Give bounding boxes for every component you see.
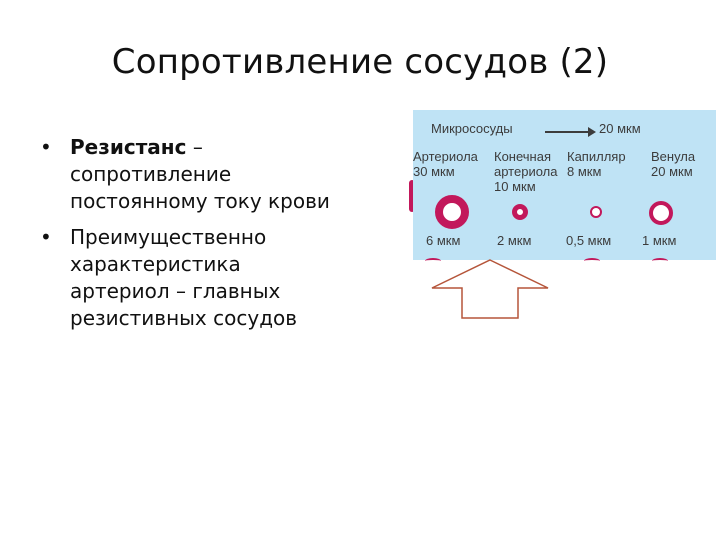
bullet-icon: •	[40, 225, 52, 249]
bullet-list: • Резистанс – сопротивление постоянному …	[40, 134, 340, 341]
lumen-capillary: 0,5 мкм	[566, 233, 612, 248]
lumen-terminal: 2 мкм	[497, 233, 532, 248]
bullet-icon: •	[40, 135, 52, 159]
label-arteriole: Артериола	[413, 149, 478, 164]
label-terminal-2: артериола	[494, 164, 558, 179]
header-arrow-line	[545, 131, 593, 133]
label-capillary: Капилляр	[567, 149, 626, 164]
up-arrow-icon	[431, 259, 549, 319]
terminal-arteriole-vessel	[512, 204, 528, 220]
figure-header-size: 20 мкм	[599, 121, 641, 136]
header-arrow-head-icon	[588, 127, 596, 137]
lumen-venule: 1 мкм	[642, 233, 677, 248]
capillary-vessel	[590, 206, 602, 218]
arteriole-vessel	[435, 195, 469, 229]
label-arteriole-size: 30 мкм	[413, 164, 455, 179]
figure-header: Микрососуды	[431, 121, 513, 136]
cropped-vessel-top	[425, 258, 441, 264]
bullet-item-resistance: • Резистанс – сопротивление постоянному …	[40, 134, 340, 215]
label-capillary-size: 8 мкм	[567, 164, 602, 179]
venule-vessel	[649, 201, 673, 225]
bullet-bold-term: Резистанс	[70, 135, 187, 159]
label-venule-size: 20 мкм	[651, 164, 693, 179]
bullet-text: Преимущественно характеристика артериол …	[70, 225, 298, 330]
cropped-vessel-edge	[409, 180, 415, 212]
label-venule: Венула	[651, 149, 696, 164]
slide-title: Сопротивление сосудов (2)	[111, 42, 609, 82]
cropped-vessel-top	[584, 258, 600, 264]
microvessels-figure: Микрососуды 20 мкм Артериола 30 мкм Коне…	[413, 110, 716, 260]
label-terminal: Конечная	[494, 149, 552, 164]
cropped-vessel-top	[652, 258, 668, 264]
bullet-item-arterioles: • Преимущественно характеристика артерио…	[40, 224, 340, 332]
lumen-arteriole: 6 мкм	[426, 233, 461, 248]
bullet-text: – сопротивление постоянному току крови	[70, 135, 330, 213]
label-terminal-size: 10 мкм	[494, 179, 536, 194]
